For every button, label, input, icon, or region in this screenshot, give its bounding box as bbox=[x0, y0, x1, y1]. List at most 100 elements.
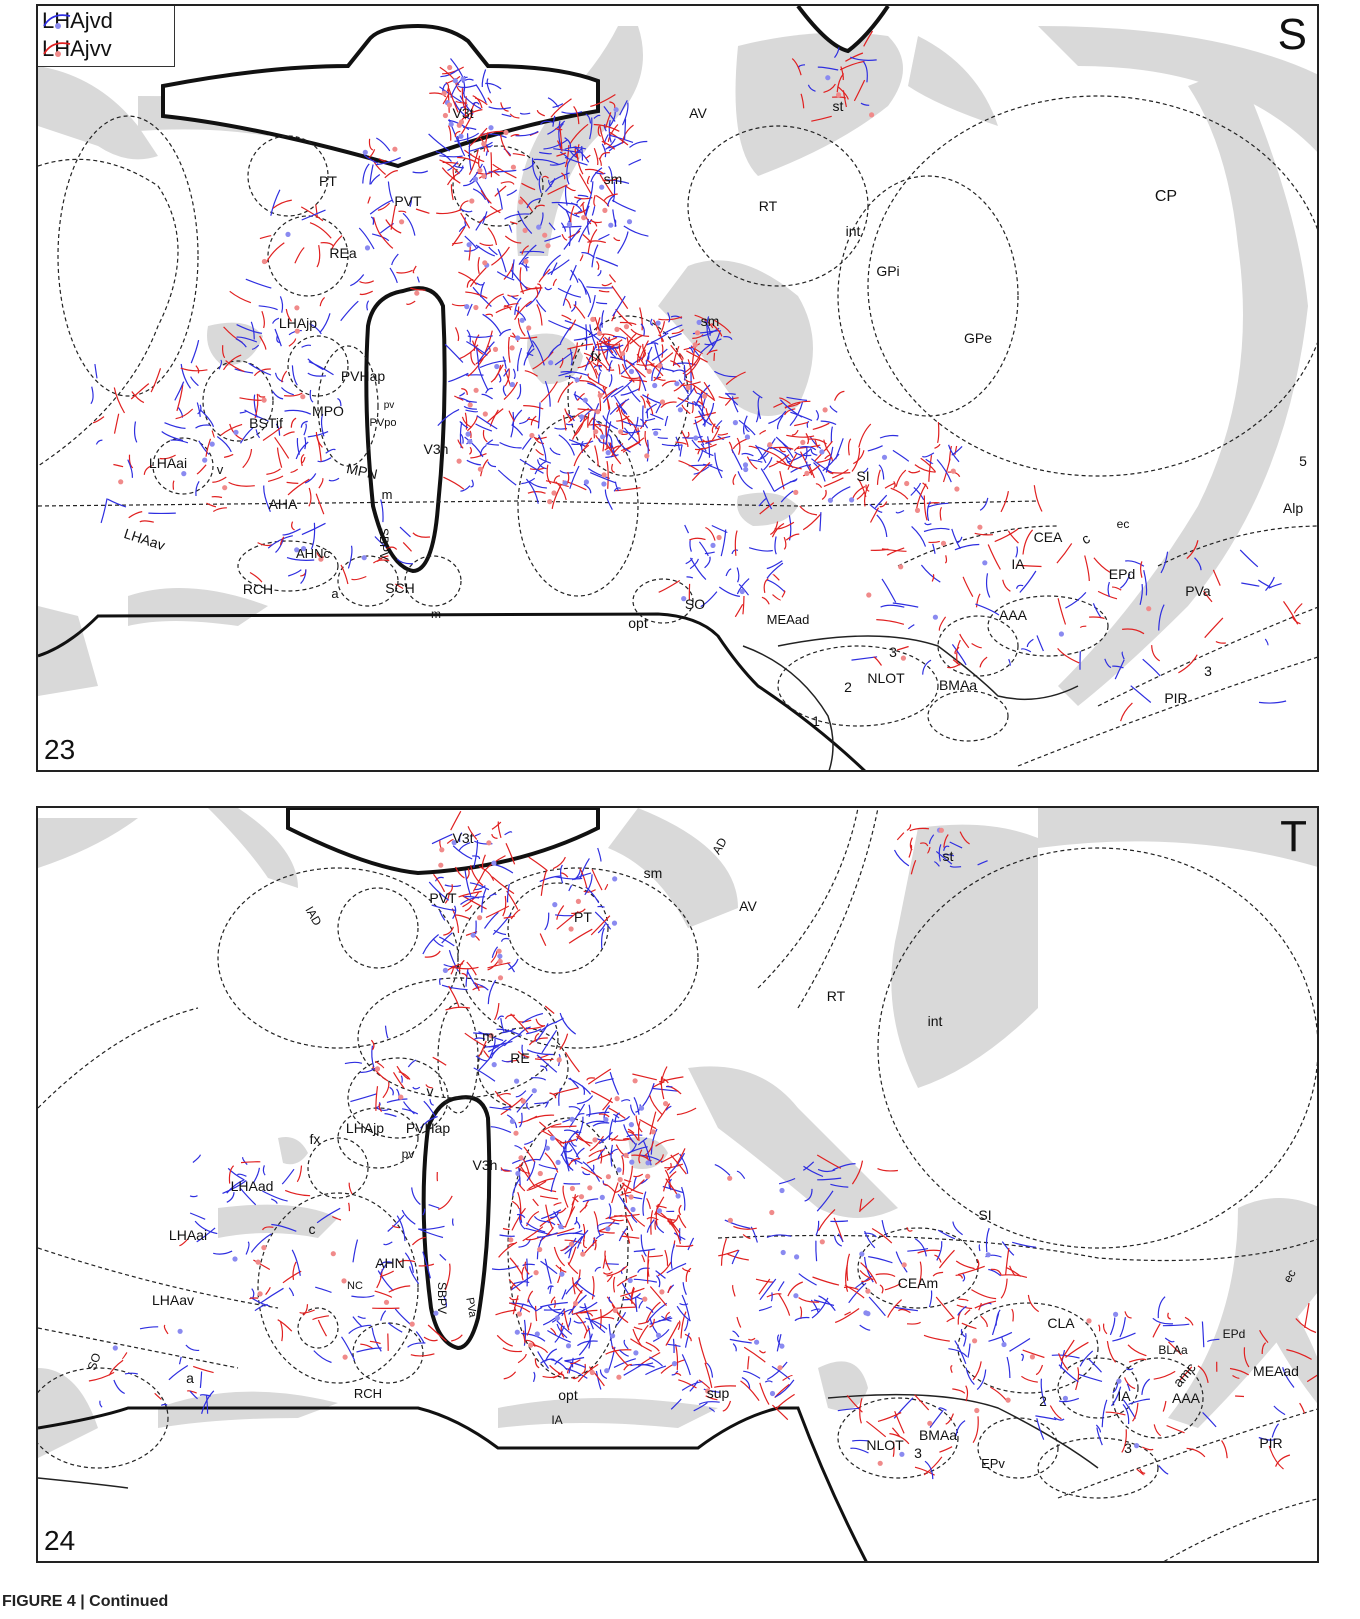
fiber-segment bbox=[519, 416, 530, 425]
fiber-segment bbox=[521, 1044, 526, 1059]
fiber-segment bbox=[508, 225, 513, 233]
fiber-segment bbox=[655, 1205, 667, 1209]
fiber-segment bbox=[1006, 1356, 1011, 1379]
region-label: SCH bbox=[385, 580, 415, 596]
fiber-segment bbox=[410, 1353, 435, 1357]
fiber-segment bbox=[714, 1164, 731, 1176]
fiber-segment bbox=[492, 163, 517, 179]
fiber-segment bbox=[550, 1125, 577, 1128]
labeled-cell-dot bbox=[742, 462, 749, 468]
fiber-segment bbox=[588, 376, 608, 389]
labeled-cell-dot bbox=[583, 479, 590, 485]
fiber-segment bbox=[673, 382, 686, 392]
fiber-segment bbox=[575, 1281, 596, 1297]
fiber-segment bbox=[955, 1420, 966, 1437]
fiber-segment bbox=[236, 336, 258, 343]
fiber-segment bbox=[444, 884, 462, 888]
fiber-segment bbox=[837, 1233, 844, 1243]
fiber-segment bbox=[672, 345, 680, 367]
fiber-segment bbox=[892, 602, 919, 608]
fiber-segment bbox=[517, 1050, 530, 1058]
fiber-segment bbox=[595, 301, 608, 305]
fiber-segment bbox=[962, 576, 974, 597]
fiber-segment bbox=[262, 426, 283, 441]
fiber-segment bbox=[714, 452, 723, 479]
fiber-segment bbox=[736, 578, 750, 595]
fiber-segment bbox=[923, 1456, 943, 1476]
fiber-segment bbox=[538, 434, 547, 462]
fiber-segment bbox=[1020, 648, 1032, 653]
labeled-cell-dot bbox=[492, 346, 499, 352]
labeled-cell-dot bbox=[653, 430, 659, 436]
fiber-segment bbox=[972, 1416, 979, 1444]
fiber-segment bbox=[638, 1149, 643, 1164]
fiber-segment bbox=[608, 1296, 613, 1304]
fiber-segment bbox=[458, 890, 482, 898]
fiber-segment bbox=[575, 1313, 588, 1332]
fiber-segment bbox=[778, 1293, 791, 1316]
fiber-segment bbox=[678, 1379, 697, 1389]
fiber-segment bbox=[680, 381, 701, 386]
fiber-segment bbox=[794, 1316, 810, 1322]
region-label: int bbox=[846, 223, 861, 239]
fiber-segment bbox=[572, 1196, 579, 1203]
fiber-segment bbox=[522, 162, 535, 171]
fiber-segment bbox=[597, 1146, 607, 1160]
fiber-segment bbox=[374, 536, 387, 548]
fiber-segment bbox=[798, 1273, 817, 1286]
region-label: pv bbox=[384, 400, 395, 411]
region-label: 2 bbox=[1039, 1393, 1047, 1409]
labeled-cell-dot bbox=[593, 429, 599, 435]
fiber-segment bbox=[282, 528, 301, 536]
fiber-segment bbox=[1075, 1367, 1080, 1391]
fiber-segment bbox=[743, 1346, 766, 1363]
fiber-segment bbox=[249, 571, 263, 583]
figure-caption: FIGURE 4 | Continued bbox=[2, 1593, 169, 1610]
fiber-segment bbox=[965, 1385, 969, 1402]
fiber-segment bbox=[501, 1028, 515, 1034]
fiber-segment bbox=[496, 1028, 522, 1037]
fiber-segment bbox=[521, 182, 536, 191]
fiber-segment bbox=[470, 864, 484, 886]
fiber-segment bbox=[597, 1224, 601, 1236]
fiber-segment bbox=[842, 90, 847, 108]
fiber-segment bbox=[532, 351, 554, 370]
fiber-segment bbox=[446, 839, 454, 844]
fiber-segment bbox=[553, 475, 560, 483]
fiber-segment bbox=[639, 1118, 657, 1130]
fiber-segment bbox=[469, 141, 493, 152]
fiber-segment bbox=[1158, 1465, 1169, 1475]
fiber-segment bbox=[492, 914, 512, 936]
labeled-cell-dot bbox=[938, 827, 945, 833]
fiber-segment bbox=[538, 268, 551, 283]
fiber-segment bbox=[427, 1324, 447, 1342]
fiber-segment bbox=[488, 1039, 507, 1053]
fiber-segment bbox=[99, 1400, 103, 1408]
labeled-cell-dot bbox=[592, 1137, 598, 1143]
fiber-segment bbox=[799, 1306, 803, 1320]
fiber-segment bbox=[521, 1012, 544, 1024]
fiber-segment bbox=[475, 215, 486, 231]
fiber-segment bbox=[687, 359, 695, 380]
fiber-segment bbox=[1293, 603, 1303, 614]
fiber-segment bbox=[924, 522, 932, 526]
region-label: BLAa bbox=[1158, 1343, 1188, 1357]
labeled-cell-dot bbox=[633, 1350, 639, 1356]
fiber-segment bbox=[758, 1278, 771, 1295]
labeled-cell-dot bbox=[644, 453, 650, 459]
fiber-segment bbox=[591, 346, 595, 355]
fiber-segment bbox=[601, 927, 605, 949]
fiber-segment bbox=[550, 1212, 559, 1219]
fiber-segment bbox=[309, 323, 322, 335]
fiber-segment bbox=[635, 1296, 638, 1312]
fiber-segment bbox=[448, 372, 469, 383]
fiber-segment bbox=[537, 1232, 558, 1238]
fiber-segment bbox=[654, 352, 674, 368]
fiber-segment bbox=[478, 368, 489, 391]
fiber-segment bbox=[488, 1039, 496, 1060]
fiber-segment bbox=[94, 364, 98, 379]
fiber-segment bbox=[681, 1186, 686, 1211]
fiber-segment bbox=[444, 343, 464, 363]
fiber-segment bbox=[656, 1103, 671, 1122]
